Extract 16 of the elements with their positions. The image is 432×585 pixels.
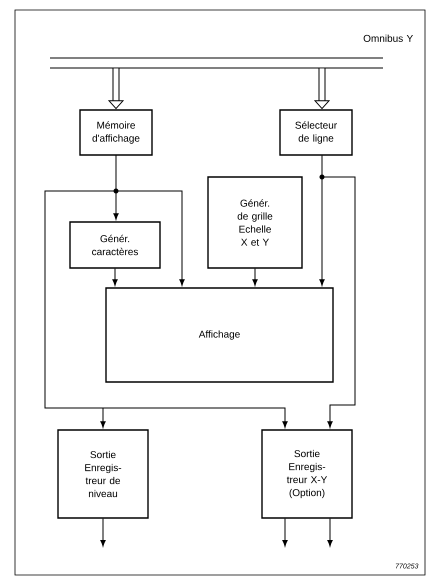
arrow bbox=[282, 518, 288, 546]
display-box: Affichage bbox=[105, 287, 334, 383]
block-box: Sortie Enregis- treur X-Y (Option) bbox=[261, 429, 353, 519]
block-box: Génér. caractères bbox=[69, 221, 161, 269]
bus-lines bbox=[50, 58, 384, 68]
block-box: Sélecteur de ligne bbox=[279, 109, 353, 156]
block-box: Sortie Enregis- treur de niveau bbox=[57, 429, 149, 519]
arrow bbox=[327, 518, 333, 546]
block-box: Génér. de grille Echelle X et Y bbox=[207, 176, 303, 269]
arrow bbox=[100, 518, 106, 546]
bus-label: Omnibus Y bbox=[364, 34, 413, 42]
arrow bbox=[322, 155, 356, 428]
arrow bbox=[112, 268, 118, 286]
block-box: Mémoire d'affichage bbox=[79, 109, 153, 156]
arrow bbox=[44, 155, 288, 428]
arrow bbox=[252, 268, 258, 286]
